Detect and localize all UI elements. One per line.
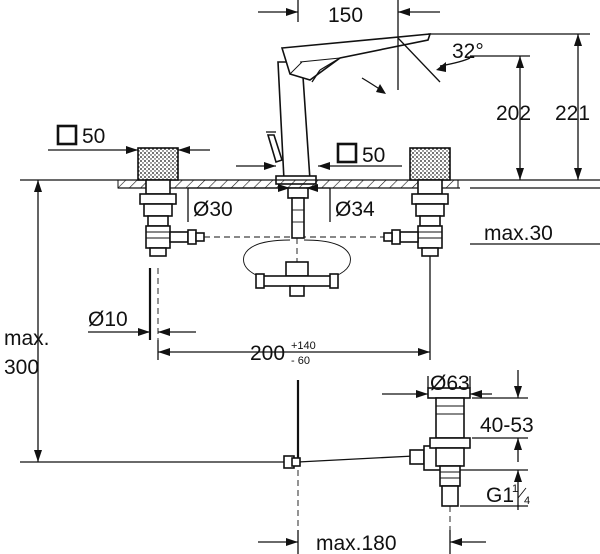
hole-left-label: Ø30 <box>193 198 233 221</box>
dim-pipe-diameter: Ø10 <box>88 268 196 340</box>
below-deck-line1: max. <box>4 327 50 350</box>
drain-thread-den: 4 <box>524 495 530 507</box>
drain-diameter-label: Ø63 <box>430 372 470 395</box>
dim-deck-thickness: max.30 <box>484 222 553 245</box>
dim-221-label: 221 <box>555 102 590 125</box>
faucet-spout <box>266 33 432 185</box>
dim-heights: 202 221 <box>428 33 590 180</box>
dim-spout-reach: 150 <box>258 0 440 27</box>
spread-plus-label: +140 <box>291 340 316 352</box>
hole-center-label: Ø34 <box>335 198 375 221</box>
dim-handle-square: 50 <box>48 124 210 154</box>
pipe-diameter-label: Ø10 <box>88 308 128 331</box>
dim-drain-range: 40-53 <box>472 370 534 462</box>
drain-depth-label: max.180 <box>316 532 397 554</box>
dim-body-square: 50 <box>236 142 402 170</box>
drain-thread-num: 1 <box>512 483 518 495</box>
dim-150-label: 150 <box>328 4 363 27</box>
dim-drain-depth: max.180 <box>258 530 486 554</box>
handle-square-label: 50 <box>82 125 105 148</box>
dim-drain-thread: G1 1 4 <box>460 469 530 510</box>
dim-below-deck: max. 300 <box>4 180 290 463</box>
dim-hole-diameters: Ø30 Ø34 <box>187 184 375 222</box>
left-valve <box>137 147 290 257</box>
center-shank <box>243 187 351 297</box>
dim-202-label: 202 <box>496 102 531 125</box>
spread-base-label: 200 <box>250 342 285 365</box>
right-valve <box>300 147 451 257</box>
drain-assembly <box>409 387 471 530</box>
spread-minus-label: - 60 <box>291 355 310 367</box>
drain-range-label: 40-53 <box>480 414 534 437</box>
dim-drain-diameter: Ø63 <box>382 372 492 398</box>
dim-spout-angle: 32° <box>361 22 484 94</box>
below-deck-line2: 300 <box>4 356 39 379</box>
drain-thread-main: G1 <box>486 484 514 507</box>
dim-32-label: 32° <box>452 40 484 63</box>
deck-thickness-label: max.30 <box>484 222 553 245</box>
body-square-label: 50 <box>362 144 385 167</box>
popup-rod <box>283 380 415 530</box>
dim-spread: 200 +140 - 60 <box>157 256 431 367</box>
